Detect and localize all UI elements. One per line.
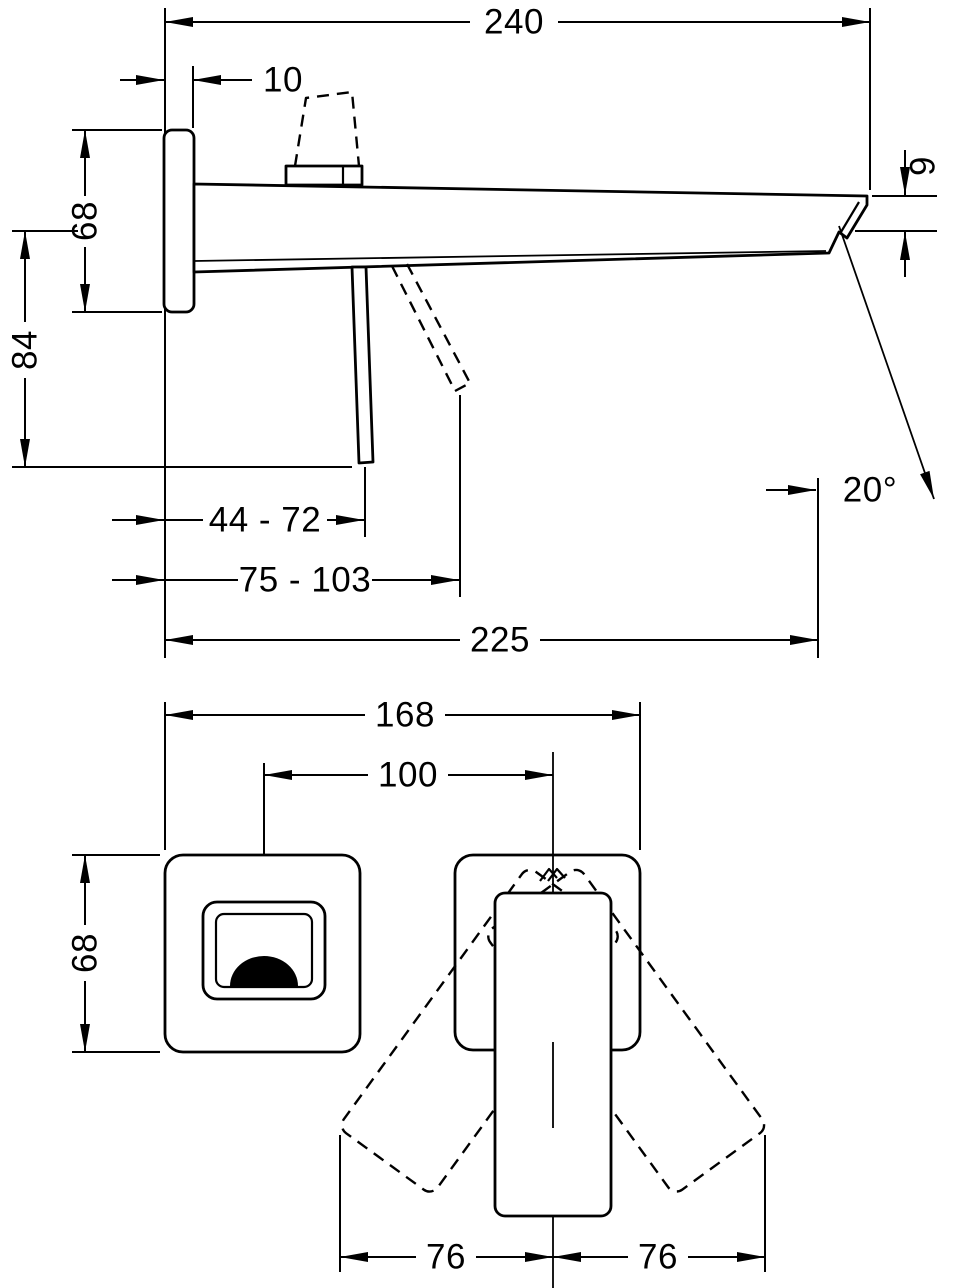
- dim-84-label: 84: [6, 330, 45, 370]
- faucet-side-view: [162, 90, 869, 465]
- dim-75-103-label: 75 - 103: [239, 561, 371, 600]
- dim-68-side-label: 68: [66, 201, 105, 241]
- side-view-extension-lines: [12, 8, 937, 658]
- dim-68-front-label: 68: [66, 933, 105, 973]
- front-view: 168 100 68 76 76: [66, 696, 766, 1288]
- dim-100-label: 100: [378, 756, 438, 795]
- dim-10-label: 10: [263, 61, 303, 100]
- dim-9-label: 9: [904, 156, 943, 176]
- dim-240: 240: [165, 3, 870, 42]
- dim-240-label: 240: [484, 3, 544, 42]
- dim-68-side: 68: [66, 130, 105, 312]
- dim-168: 168: [165, 696, 640, 735]
- spout-outlet-dark: [230, 956, 298, 986]
- handle-base: [284, 164, 364, 187]
- handle-lever-down-solid: [350, 265, 375, 465]
- dim-20deg: 20°: [766, 225, 935, 510]
- dim-44-72-label: 44 - 72: [209, 501, 321, 540]
- dim-76-left-label: 76: [426, 1238, 466, 1277]
- handle-lever-angled-dashed: [390, 263, 472, 393]
- dim-100: 100: [264, 756, 553, 795]
- dim-68-front: 68: [66, 855, 105, 1052]
- wall-plate-side: [162, 128, 196, 314]
- dim-84: 84: [6, 231, 45, 467]
- dim-76-right-label: 76: [638, 1238, 678, 1277]
- dim-20deg-label: 20°: [843, 471, 897, 510]
- dim-225: 225: [165, 621, 818, 660]
- spout-chamfer-line: [193, 250, 827, 262]
- angle-reference-line: [838, 225, 935, 500]
- spout-aperture-inner: [214, 912, 314, 989]
- dim-225-label: 225: [470, 621, 530, 660]
- dim-9: 9: [900, 150, 943, 277]
- front-view-extension-lines: [72, 702, 766, 1272]
- dim-44-72: 44 - 72: [112, 501, 364, 540]
- faucet-front-view: [163, 752, 766, 1288]
- dim-10: 10: [120, 61, 303, 100]
- handle-lever-up-dashed: [293, 90, 361, 167]
- side-view: 240 10 68 84 9 20°: [6, 3, 943, 660]
- dim-76-left: 76: [340, 1238, 553, 1277]
- aerator-line: [840, 201, 860, 233]
- dim-75-103: 75 - 103: [112, 561, 459, 600]
- dim-76-right: 76: [553, 1238, 765, 1277]
- dim-168-label: 168: [375, 696, 435, 735]
